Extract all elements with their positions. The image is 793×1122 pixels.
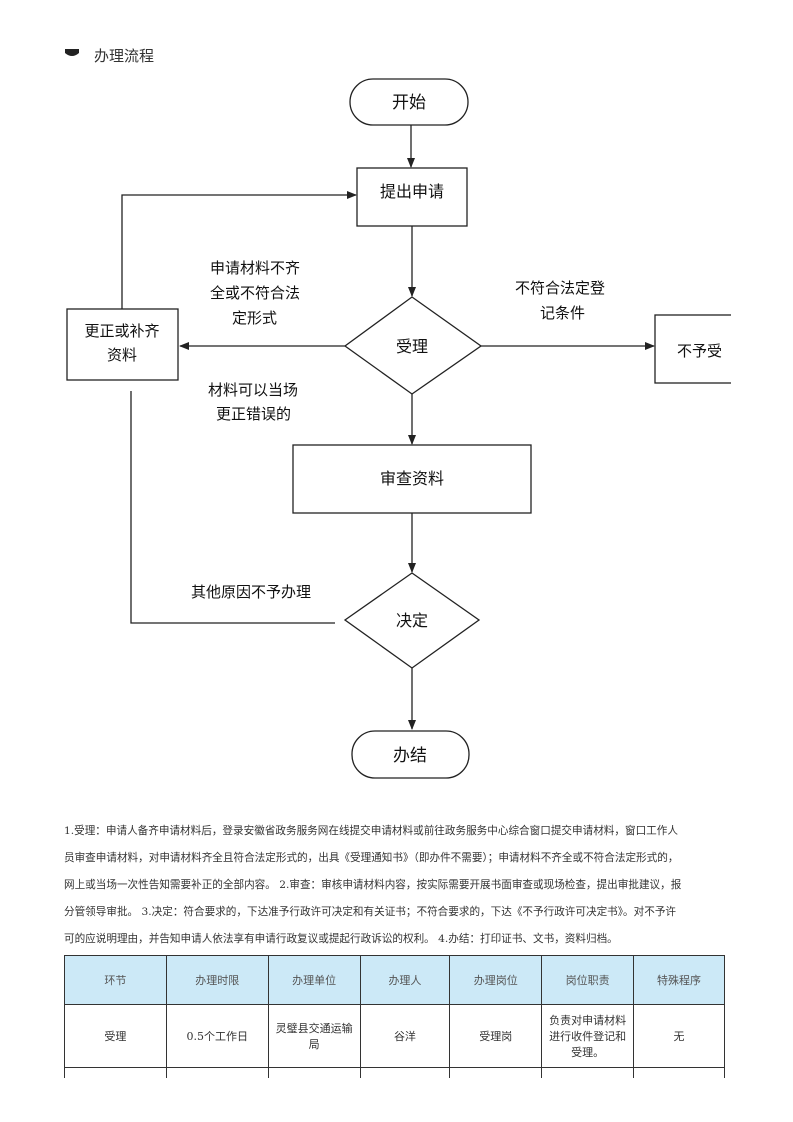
description-line: 分管领导审批。 3.决定：符合要求的，下达准予行政许可决定和有关证书；不符合要求… [64,906,677,918]
table-cell: 受理 [64,1004,167,1068]
decide-label: 决定 [396,611,428,630]
start-label: 开始 [392,93,426,113]
correct-label-line2: 资料 [107,346,137,364]
finish-label: 办结 [393,746,427,766]
incomplete-note-line1: 申请材料不齐 [210,259,300,277]
nonconform-note-line2: 记条件 [540,304,585,322]
column-header: 特殊程序 [633,955,725,1005]
table-row-partial [64,1067,725,1078]
table-cell: 负责对申请材料进行收件登记和受理。 [541,1004,635,1068]
process-flowchart: 开始 提出申请 受理 更正或补齐 资料 申请材料不齐 全或不符合法 定形式 不符… [66,78,793,779]
column-header: 岗位职责 [541,955,635,1005]
start-node [349,78,469,126]
finish-node [351,730,470,779]
correct-label-line1: 更正或补齐 [84,322,159,340]
section-header: 办理流程 [64,44,154,66]
onsite-note-line2: 更正错误的 [216,405,291,423]
correct-node [66,308,179,381]
column-header: 环节 [64,955,167,1005]
nonconform-note-line1: 不符合法定登 [515,279,605,297]
description-line: 员审查申请材料，对申请材料齐全且符合法定形式的，出具《受理通知书》（即办件不需要… [64,852,679,864]
column-header: 办理人 [359,955,451,1005]
section-bullet-icon [64,44,80,56]
reject-label: 不予受 [677,342,722,360]
column-header: 办理单位 [267,955,361,1005]
onsite-note-line1: 材料可以当场 [208,381,298,399]
submit-node [356,167,468,227]
review-node [292,444,532,514]
table-row: 受理 0.5个工作日 灵璧县交通运输局 谷洋 受理岗 负责对申请材料进行收件登记… [64,1004,725,1068]
arrow-correct-submit [121,191,357,309]
description-line: 可的应说明理由，并告知申请人依法享有申请行政复议或提起行政诉讼的权利。 4.办结… [64,933,618,945]
table-cell: 无 [633,1004,725,1068]
column-header: 办理时限 [165,955,269,1005]
incomplete-note-line2: 全或不符合法 [210,284,300,302]
submit-label: 提出申请 [380,182,444,201]
line-decide-correct [130,391,335,624]
table-cell: 受理岗 [449,1004,543,1068]
column-header: 办理岗位 [449,955,543,1005]
description-line: 网上或当场一次性告知需要补正的全部内容。 2.审查：审核申请材料内容，按实际需要… [64,879,682,891]
review-label: 审查资料 [380,469,444,488]
other-reason-note: 其他原因不予办理 [191,583,311,601]
process-description: 1.受理：申请人备齐申请材料后，登录安徽省政务服务网在线提交申请材料或前往政务服… [64,818,734,953]
table-cell: 0.5个工作日 [165,1004,269,1068]
description-line: 1.受理：申请人备齐申请材料后，登录安徽省政务服务网在线提交申请材料或前往政务服… [64,825,678,837]
incomplete-note-line3: 定形式 [232,309,277,327]
accept-label: 受理 [396,337,428,356]
table-header-row: 环节 办理时限 办理单位 办理人 办理岗位 岗位职责 特殊程序 [64,955,725,1005]
table-cell: 灵璧县交通运输局 [267,1004,361,1068]
table-cell: 谷洋 [359,1004,451,1068]
reject-clip-mask [731,310,793,390]
process-table: 环节 办理时限 办理单位 办理人 办理岗位 岗位职责 特殊程序 受理 0.5个工… [64,955,725,1078]
section-title: 办理流程 [94,46,155,65]
